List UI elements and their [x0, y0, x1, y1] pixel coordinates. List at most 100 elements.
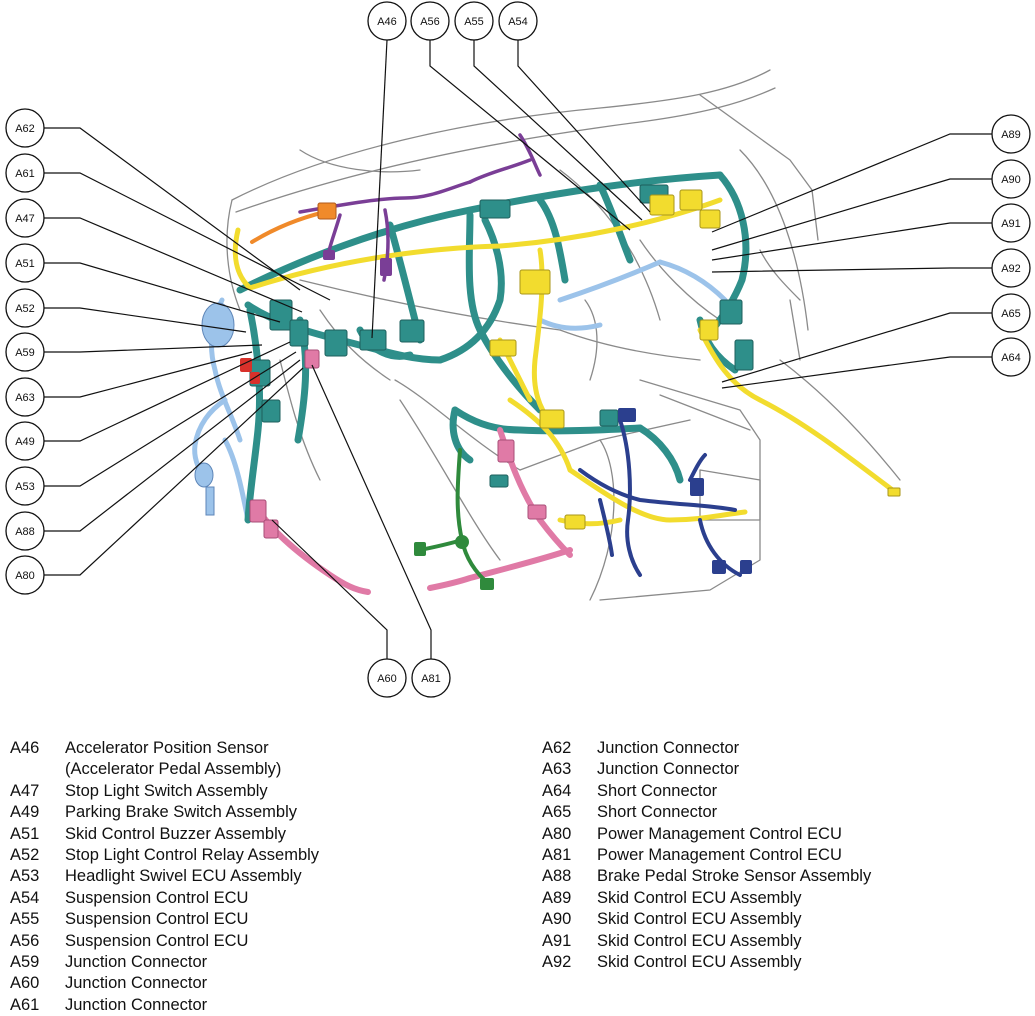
legend-description: Suspension Control ECU — [65, 910, 249, 929]
legend-description: Skid Control ECU Assembly — [597, 931, 802, 950]
legend-description: Skid Control ECU Assembly — [597, 888, 802, 907]
callout-label: A64 — [1001, 352, 1021, 364]
legend-code: A65 — [542, 803, 572, 822]
legend-code: A51 — [10, 824, 40, 843]
callout-label: A63 — [15, 392, 35, 404]
yellow-connectors — [489, 189, 901, 530]
callout-A80: A80 — [5, 555, 45, 595]
legend-row: A63 Junction Connector — [542, 759, 1022, 780]
callout-A81: A81 — [411, 658, 451, 698]
callout-label: A59 — [15, 347, 35, 359]
navy-connectors — [618, 408, 752, 574]
legend-code: A80 — [542, 824, 572, 843]
legend-description: Stop Light Control Relay Assembly — [65, 846, 320, 865]
purple-connectors — [323, 250, 392, 276]
callout-A54: A54 — [498, 1, 538, 41]
callout-A63: A63 — [5, 377, 45, 417]
legend-row: A64 Short Connector — [542, 781, 1022, 802]
callout-label: A89 — [1001, 129, 1021, 141]
callout-A53: A53 — [5, 466, 45, 506]
legend-code: A62 — [542, 739, 572, 757]
legend-code: A64 — [542, 781, 572, 800]
legend-description: Short Connector — [597, 781, 718, 800]
legend-row: A88 Brake Pedal Stroke Sensor Assembly — [542, 866, 1022, 887]
legend-description: Power Management Control ECU — [597, 824, 842, 843]
callout-label: A80 — [15, 570, 35, 582]
legend-row: A47 Stop Light Switch Assembly — [10, 781, 510, 802]
callout-label: A49 — [15, 436, 35, 448]
callout-label: A56 — [420, 16, 440, 28]
legend-code: A60 — [10, 974, 40, 993]
callout-A56: A56 — [410, 1, 450, 41]
legend-code: A61 — [10, 995, 40, 1014]
legend-row: A53 Headlight Swivel ECU Assembly — [10, 866, 510, 887]
legend-row: A56 Suspension Control ECU — [10, 931, 510, 952]
legend-code: A88 — [542, 867, 572, 886]
callout-A55: A55 — [454, 1, 494, 41]
harness-yellow — [232, 197, 898, 527]
legend-row: A65 Short Connector — [542, 802, 1022, 823]
callout-A64: A64 — [991, 337, 1031, 377]
legend-code: A63 — [542, 760, 572, 779]
green-connectors — [414, 535, 494, 590]
legend-code: A56 — [10, 931, 40, 950]
legend-description: Skid Control ECU Assembly — [597, 953, 802, 972]
legend-description: Brake Pedal Stroke Sensor Assembly — [597, 867, 872, 886]
legend-description: Accelerator Position Sensor — [65, 739, 269, 757]
orange-connectors — [317, 202, 337, 220]
legend-description: Suspension Control ECU — [65, 888, 249, 907]
legend-row: A60 Junction Connector — [10, 973, 510, 994]
callout-A65: A65 — [991, 293, 1031, 333]
light-blue-bracket — [194, 302, 235, 516]
callout-label: A52 — [15, 303, 35, 315]
callout-A62: A62 — [5, 108, 45, 148]
wiring-harness-diagram: A46 A56 A55 A54 A62 A61 A47 A51 A52 A59 … — [5, 1, 1031, 698]
dashboard-outline — [226, 69, 901, 601]
legend-description: Junction Connector — [65, 974, 208, 993]
callout-label: A90 — [1001, 174, 1021, 186]
legend-description: Suspension Control ECU — [65, 931, 249, 950]
callout-label: A92 — [1001, 263, 1021, 275]
legend-code: A52 — [10, 846, 40, 865]
legend-row: A49 Parking Brake Switch Assembly — [10, 802, 510, 823]
callout-A88: A88 — [5, 511, 45, 551]
legend-row: (Accelerator Pedal Assembly) — [10, 759, 510, 780]
legend-code: A47 — [10, 781, 40, 800]
callout-A52: A52 — [5, 288, 45, 328]
callout-A46: A46 — [367, 1, 407, 41]
legend-description: Parking Brake Switch Assembly — [65, 803, 298, 822]
callout-label: A61 — [15, 168, 35, 180]
callout-A47: A47 — [5, 198, 45, 238]
callout-label: A81 — [421, 673, 441, 685]
teal-connectors — [249, 184, 754, 488]
legend-code: A46 — [10, 739, 40, 757]
callout-label: A46 — [377, 16, 397, 28]
legend-description: Junction Connector — [597, 760, 740, 779]
legend-code: A49 — [10, 803, 40, 822]
legend-description: Short Connector — [597, 803, 718, 822]
callout-A51: A51 — [5, 243, 45, 283]
legend-description: Headlight Swivel ECU Assembly — [65, 867, 302, 886]
legend-code: A53 — [10, 867, 40, 886]
callout-A59: A59 — [5, 332, 45, 372]
legend-left-column: A46 Accelerator Position Sensor (Accelera… — [10, 738, 510, 1016]
callout-label: A47 — [15, 213, 35, 225]
legend-code: A54 — [10, 888, 40, 907]
legend-description: Stop Light Switch Assembly — [65, 781, 268, 800]
callout-label: A91 — [1001, 218, 1021, 230]
callout-A91: A91 — [991, 203, 1031, 243]
legend-code: A81 — [542, 846, 572, 865]
callout-label: A65 — [1001, 308, 1021, 320]
legend-row: A80 Power Management Control ECU — [542, 824, 1022, 845]
legend-description: Skid Control Buzzer Assembly — [65, 824, 287, 843]
callout-A89: A89 — [991, 114, 1031, 154]
harness-navy — [578, 418, 742, 577]
legend-description: Junction Connector — [65, 953, 208, 972]
callout-A61: A61 — [5, 153, 45, 193]
